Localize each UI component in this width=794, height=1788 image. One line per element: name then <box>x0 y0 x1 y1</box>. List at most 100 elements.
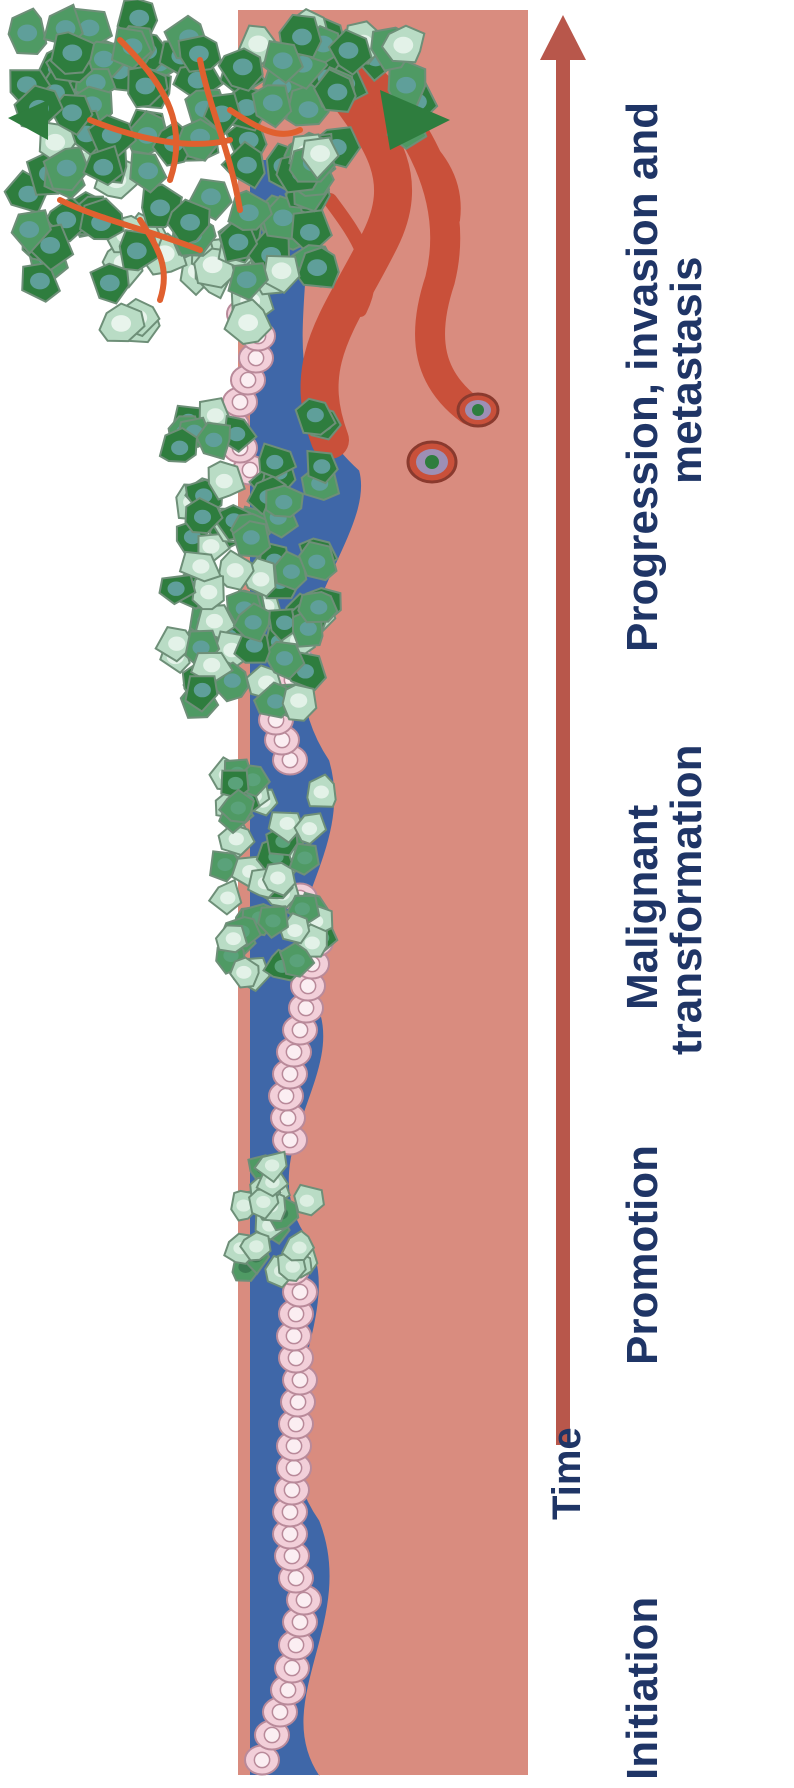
transformation-cell-nucleus <box>280 817 295 830</box>
carcinoma-cell-nucleus <box>267 694 284 708</box>
carcinoma-cell-nucleus <box>307 408 324 422</box>
invasive-tumor-cell-nucleus <box>300 224 320 241</box>
invasive-tumor-cell-nucleus <box>229 234 249 251</box>
carcinoma-cell-nucleus <box>194 683 211 697</box>
normal-cell-nucleus <box>284 1548 299 1563</box>
invasive-tumor-cell-nucleus <box>62 104 82 121</box>
carcinoma-cell-nucleus <box>192 559 209 573</box>
normal-cell-nucleus <box>300 978 315 993</box>
stage-label-malignant-transformation: Malignant transformation <box>621 745 709 1055</box>
normal-cell-nucleus <box>292 1614 307 1629</box>
invasive-tumor-cell-nucleus <box>237 157 257 174</box>
normal-cell-nucleus <box>282 1504 297 1519</box>
transformation-cell-nucleus <box>217 858 232 871</box>
promotion-cell-nucleus <box>249 1240 263 1252</box>
carcinoma-cell-nucleus <box>276 651 293 665</box>
invasive-tumor-cell-nucleus <box>396 77 416 94</box>
transformation-cell-nucleus <box>226 932 241 945</box>
transformation-cell-nucleus <box>229 832 244 845</box>
invasive-tumor-cell-nucleus <box>57 160 77 177</box>
carcinoma-cell-nucleus <box>200 585 217 599</box>
normal-cell-nucleus <box>240 372 255 387</box>
invasive-tumor-cell-nucleus <box>299 101 319 118</box>
normal-cell-nucleus <box>242 462 257 477</box>
transformation-cell-nucleus <box>295 902 310 915</box>
promotion-cell-nucleus <box>286 1261 300 1273</box>
normal-cell-nucleus <box>280 1110 295 1125</box>
transition-cell-nucleus <box>238 314 258 331</box>
stage-label-progression: Progression, invasion and metastasis <box>621 102 709 652</box>
invasive-tumor-cell-nucleus <box>129 10 149 27</box>
transformation-cell-nucleus <box>314 786 329 799</box>
invasive-tumor-cell-nucleus <box>273 209 293 226</box>
carcinoma-cell-nucleus <box>252 572 269 586</box>
normal-cell-nucleus <box>286 1460 301 1475</box>
normal-cell-nucleus <box>286 1044 301 1059</box>
normal-cell-nucleus <box>296 1592 311 1607</box>
normal-cell-nucleus <box>288 1416 303 1431</box>
transformation-cell-nucleus <box>220 891 235 904</box>
transformation-cell-nucleus <box>270 872 285 885</box>
carcinoma-cell-nucleus <box>308 555 325 569</box>
transformation-cell-nucleus <box>236 966 251 979</box>
invasive-tumor-cell-nucleus <box>127 243 147 260</box>
invasive-tumor-cell-nucleus <box>138 163 158 180</box>
normal-cell-nucleus <box>284 1482 299 1497</box>
carcinoma-cell-nucleus <box>202 539 219 553</box>
invasive-tumor-cell-nucleus <box>292 29 312 46</box>
carcinoma-cell-nucleus <box>206 614 223 628</box>
stage-label-initiation: Initiation <box>621 1597 665 1780</box>
invasive-tumor-cell-nucleus <box>201 188 221 205</box>
normal-cell-nucleus <box>292 1372 307 1387</box>
normal-cell-nucleus <box>286 1438 301 1453</box>
carcinoma-cell-nucleus <box>310 600 327 614</box>
normal-cell-nucleus <box>264 1727 279 1742</box>
carcinoma-cell-nucleus <box>283 564 300 578</box>
carcinoma-cell-nucleus <box>313 459 330 473</box>
carcinoma-cell-nucleus <box>216 474 233 488</box>
carcinoma-cell-nucleus <box>290 693 307 707</box>
carcinoma-cell-nucleus <box>203 658 220 672</box>
transformation-cell-nucleus <box>287 924 302 937</box>
carcinoma-cell-nucleus <box>276 616 293 630</box>
carcinoma-cell-nucleus <box>243 530 260 544</box>
invasive-tumor-cell-nucleus <box>100 275 120 292</box>
carcinoma-cell-nucleus <box>227 563 244 577</box>
carcinoma-cell-nucleus <box>207 408 224 422</box>
transformation-cell-nucleus <box>302 822 317 835</box>
vessel-tumor-cell-2 <box>472 404 484 416</box>
normal-cell-nucleus <box>254 1752 269 1767</box>
normal-cell-nucleus <box>278 1088 293 1103</box>
invasive-tumor-cell-nucleus <box>45 134 65 151</box>
vessel-tumor-cell-1 <box>425 455 439 469</box>
normal-cell-nucleus <box>272 1704 287 1719</box>
normal-cell-nucleus <box>248 350 263 365</box>
invasive-tumor-cell-nucleus <box>93 159 113 176</box>
normal-cell-nucleus <box>292 1284 307 1299</box>
invasive-tumor-cell-nucleus <box>62 44 82 61</box>
normal-cell-nucleus <box>282 1066 297 1081</box>
carcinoma-cell-nucleus <box>168 581 185 595</box>
invasive-tumor-cell-nucleus <box>263 94 283 111</box>
invasive-tumor-cell-nucleus <box>150 200 170 217</box>
normal-cell-nucleus <box>288 1306 303 1321</box>
invasive-tumor-cell-nucleus <box>180 214 200 231</box>
transformation-cell-nucleus <box>265 914 280 927</box>
normal-cell-nucleus <box>288 1570 303 1585</box>
carcinoma-cell-nucleus <box>224 673 241 687</box>
transformation-cell-nucleus <box>228 777 243 790</box>
normal-cell-nucleus <box>288 1637 303 1652</box>
invasive-tumor-cell-nucleus <box>233 59 253 76</box>
normal-cell-nucleus <box>288 1350 303 1365</box>
time-label: Time <box>547 1427 587 1520</box>
normal-cell-nucleus <box>292 1022 307 1037</box>
normal-cell-nucleus <box>290 1394 305 1409</box>
invasive-tumor-cell-nucleus <box>393 37 413 54</box>
invasive-tumor-cell-nucleus <box>237 271 257 288</box>
carcinoma-cell-nucleus <box>205 433 222 447</box>
normal-cell-nucleus <box>298 1000 313 1015</box>
transformation-cell-nucleus <box>289 954 304 967</box>
promotion-cell-nucleus <box>256 1196 270 1208</box>
carcinoma-cell-nucleus <box>194 510 211 524</box>
